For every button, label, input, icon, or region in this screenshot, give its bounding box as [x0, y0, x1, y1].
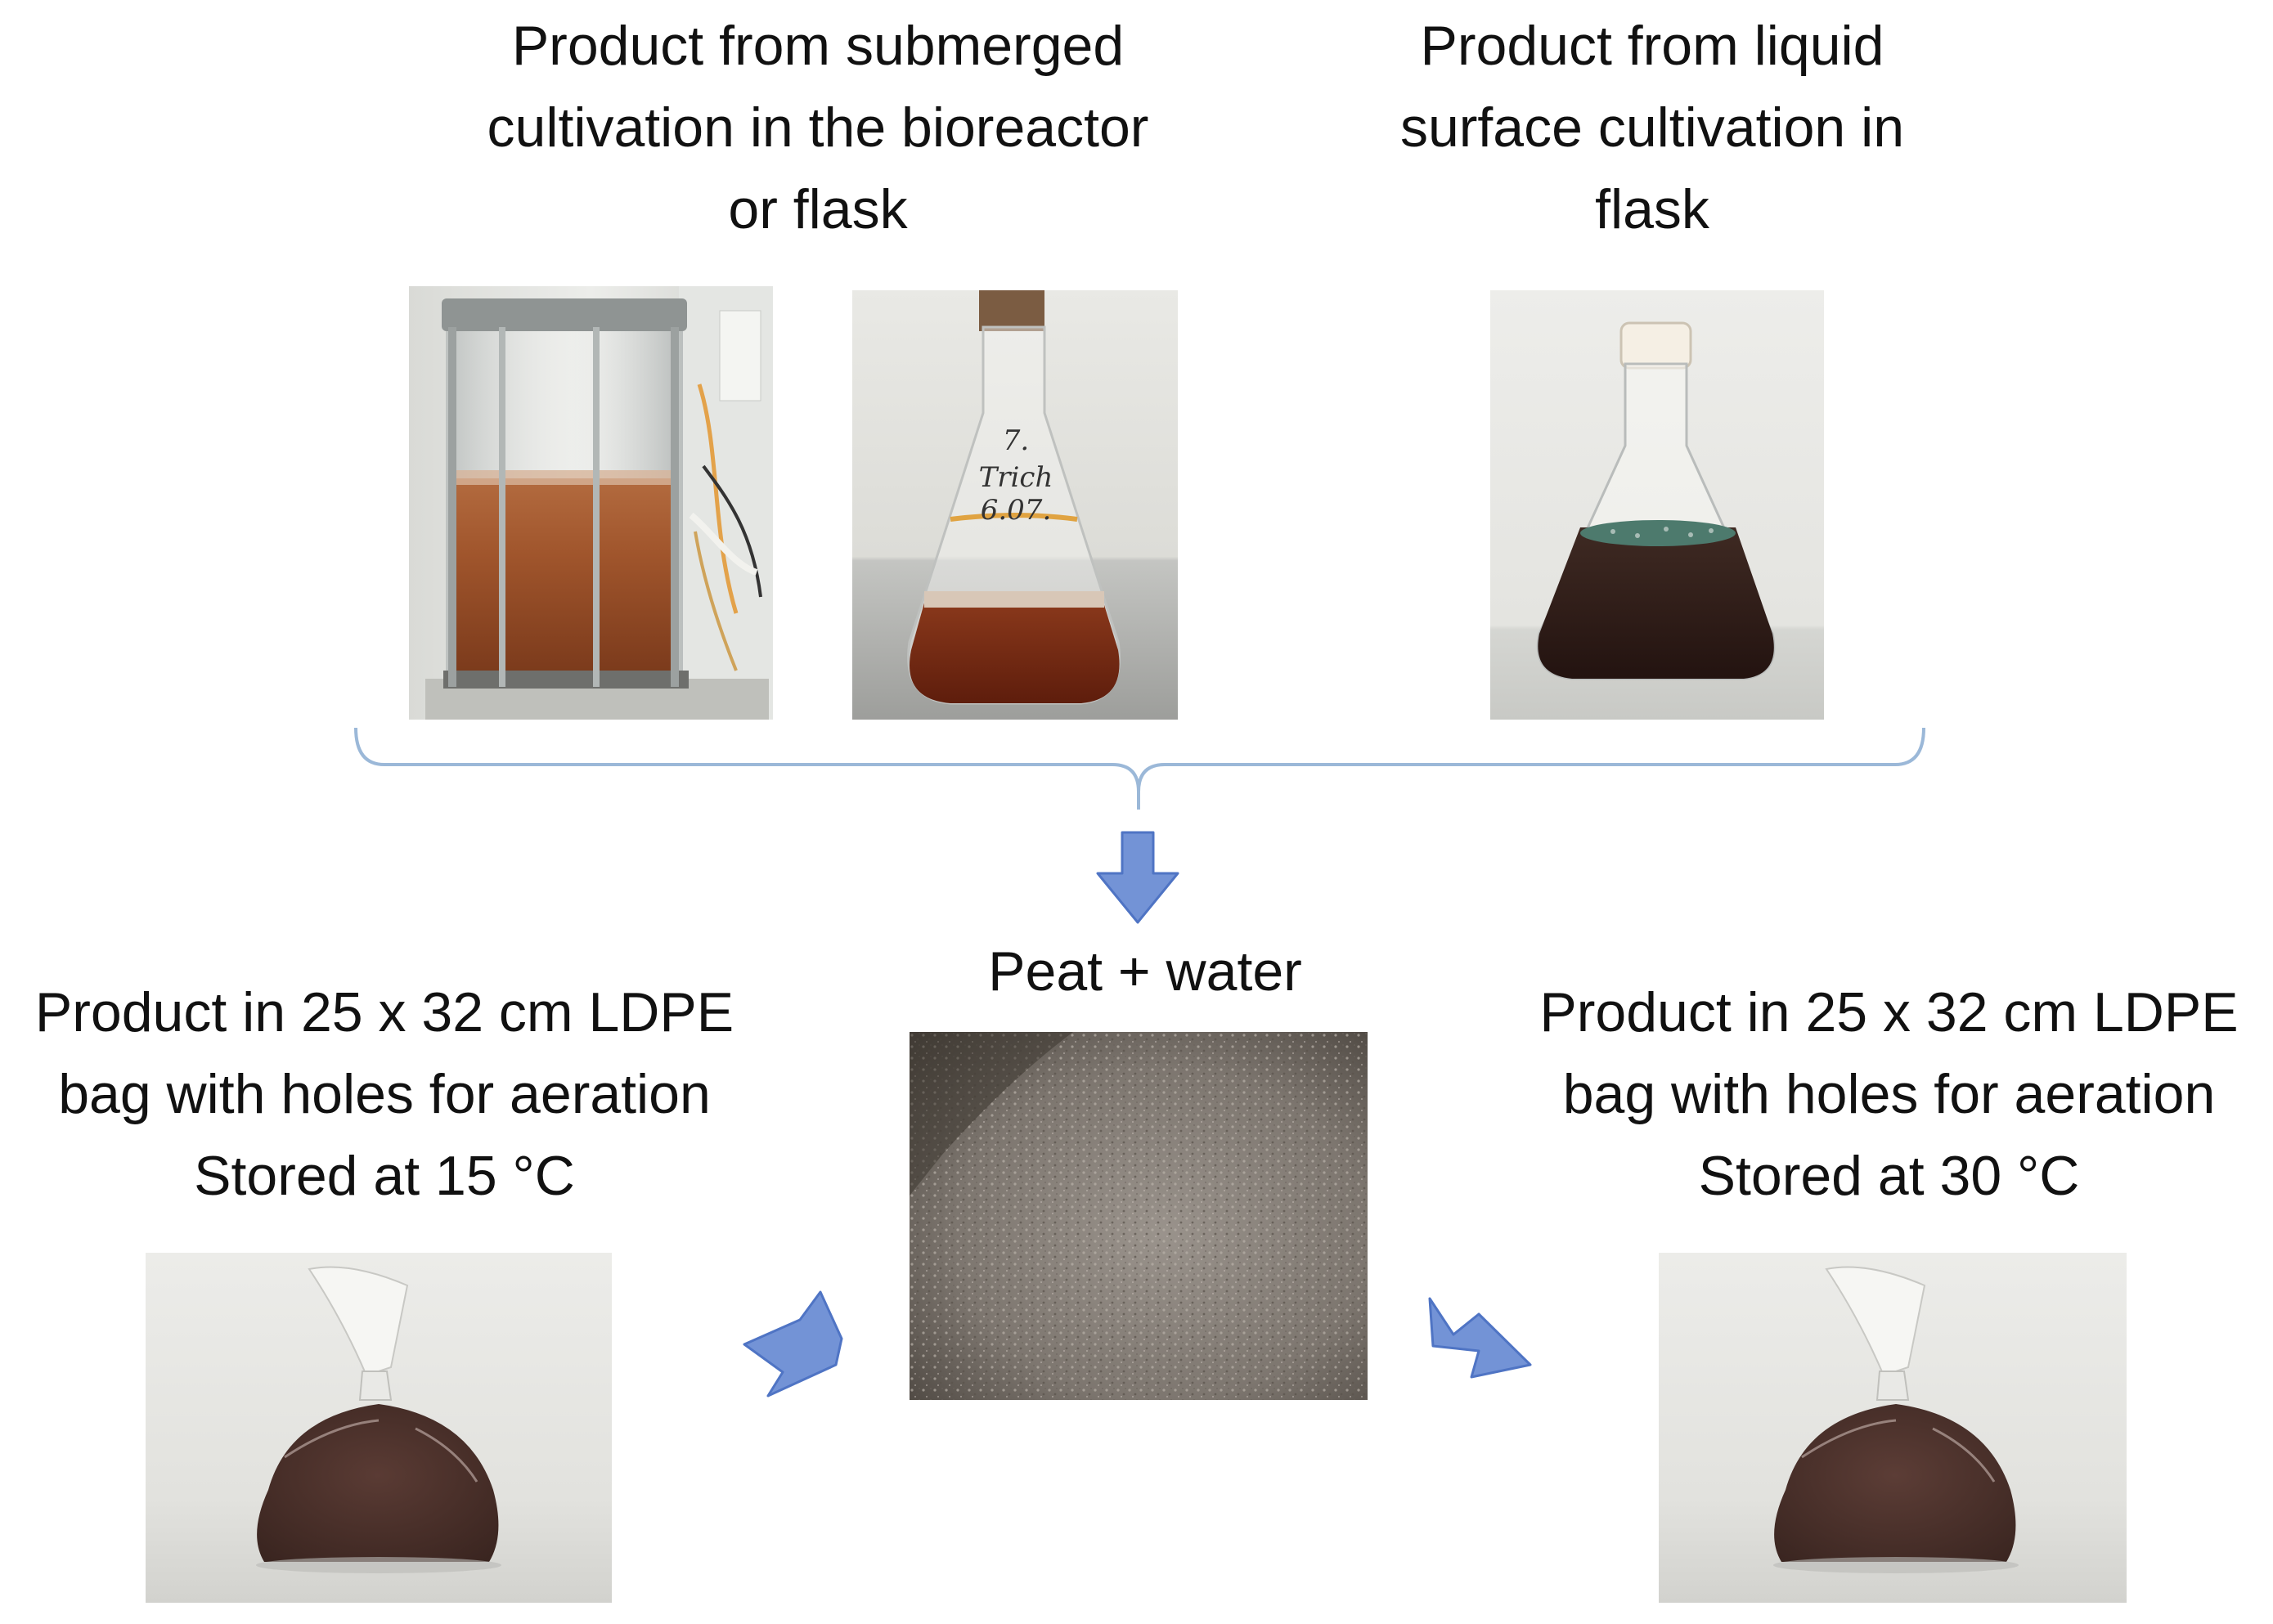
submerged-label-line-2: cultivation in the bioreactor	[487, 96, 1149, 159]
peat-label-line-1: Peat + water	[988, 940, 1302, 1003]
merge-bracket	[354, 727, 1925, 792]
left-bag-label-line-3: Stored at 15 °C	[194, 1145, 575, 1207]
liquid-surface-label-line-2: surface cultivation in	[1399, 96, 1905, 159]
submerged-label-line-1: Product from submerged	[511, 15, 1125, 77]
liquid-surface-flask-photo	[1490, 290, 1824, 720]
right-bag-label: Product in 25 x 32 cm LDPE bag with hole…	[1505, 971, 2273, 1217]
left-bag-label-line-2: bag with holes for aeration	[58, 1063, 711, 1125]
left-bag-label: Product in 25 x 32 cm LDPE bag with hole…	[0, 971, 769, 1217]
liquid-surface-cultivation-label: Product from liquid surface cultivation …	[1325, 5, 1979, 250]
left-bag-photo	[146, 1253, 612, 1603]
submerged-flask-photo: 7. Trich 6.07.	[852, 290, 1178, 720]
flask-handwriting-line-2: Trich	[979, 461, 1053, 494]
right-bag-label-line-3: Stored at 30 °C	[1698, 1145, 2080, 1207]
right-arrow-icon	[1428, 1297, 1532, 1379]
flask-handwriting-line-3: 6.07.	[981, 494, 1052, 527]
down-arrow-icon	[1096, 831, 1179, 924]
peat-water-label: Peat + water	[908, 931, 1382, 1012]
bioreactor-photo	[409, 286, 773, 720]
left-arrow-icon	[743, 1290, 843, 1397]
submerged-label-line-3: or flask	[728, 178, 908, 240]
liquid-surface-label-line-3: flask	[1595, 178, 1709, 240]
right-bag-photo	[1659, 1253, 2127, 1603]
submerged-cultivation-label: Product from submerged cultivation in th…	[409, 5, 1227, 250]
right-bag-label-line-1: Product in 25 x 32 cm LDPE	[1539, 981, 2239, 1043]
liquid-surface-label-line-1: Product from liquid	[1420, 15, 1884, 77]
left-bag-label-line-1: Product in 25 x 32 cm LDPE	[34, 981, 734, 1043]
peat-photo	[910, 1032, 1368, 1400]
right-bag-label-line-2: bag with holes for aeration	[1562, 1063, 2216, 1125]
flask-handwriting-line-1: 7.	[1003, 424, 1029, 457]
